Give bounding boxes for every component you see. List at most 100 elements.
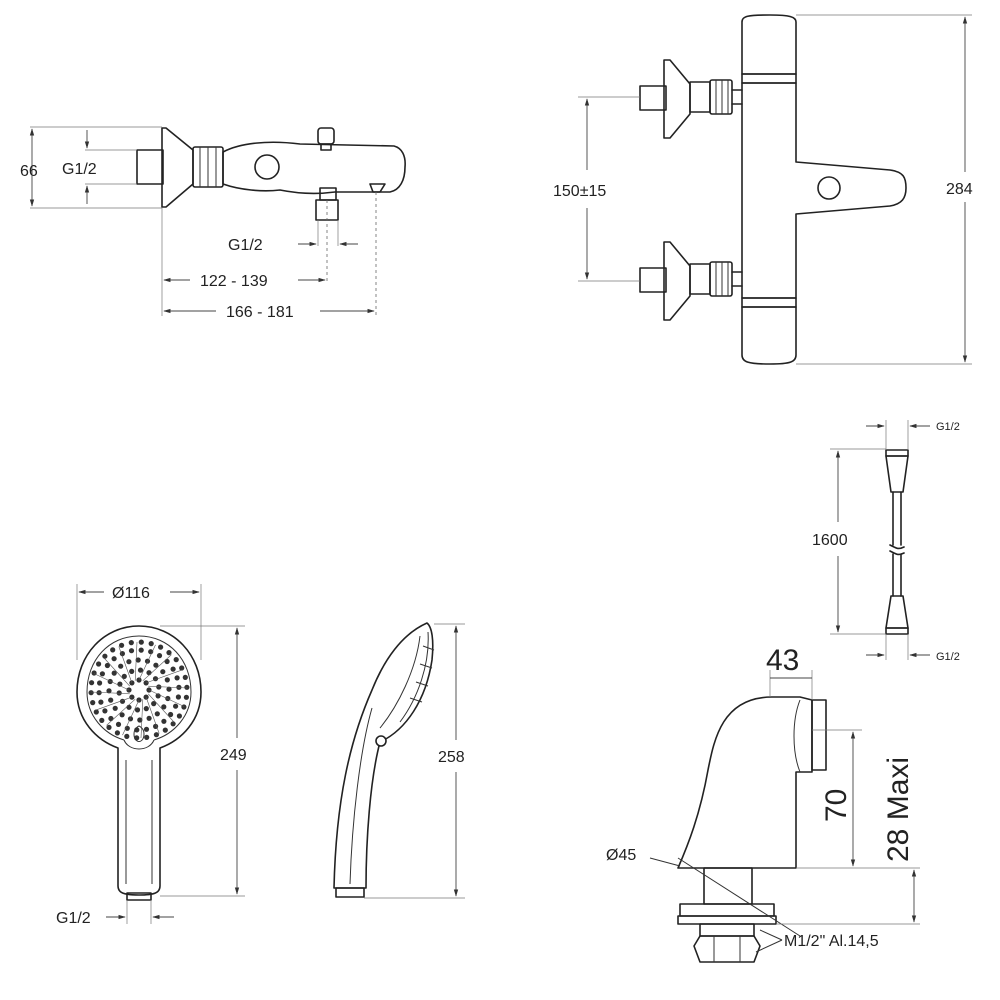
nozzle-dot — [128, 640, 134, 646]
hose-top-thread-label: G1/2 — [936, 421, 960, 433]
nozzle-dot — [129, 668, 135, 675]
nozzle-dot — [128, 648, 135, 654]
hand-shower-side-view: 258 — [333, 622, 465, 899]
nozzle-dot — [151, 701, 157, 707]
nozzle-dot — [184, 684, 190, 690]
nozzle-dot — [173, 703, 179, 709]
mixer-span-short-label: 122 - 139 — [200, 273, 268, 290]
nozzle-dot — [179, 665, 185, 671]
nozzle-link-line — [118, 646, 133, 684]
nozzle-dot — [175, 694, 181, 700]
nozzle-link-line — [142, 654, 172, 682]
pillar-thread-label: M1/2" Al.14,5 — [784, 933, 879, 950]
nozzle-dot — [166, 650, 172, 656]
nozzle-dot — [127, 716, 134, 722]
nozzle-dot — [176, 684, 182, 690]
nozzle-dot — [164, 677, 170, 683]
nozzle-dot — [121, 673, 127, 680]
nozzle-dot — [170, 666, 176, 672]
nozzle-link-line — [90, 691, 130, 695]
nozzle-dot — [116, 690, 122, 696]
nozzle-link-line — [145, 696, 160, 734]
nozzle-dot — [183, 694, 189, 700]
nozzle-dot — [99, 671, 105, 677]
nozzle-dot — [91, 670, 97, 676]
nozzle-dot — [148, 641, 154, 647]
nozzle-dot — [154, 711, 160, 717]
nozzle-dot — [99, 717, 105, 724]
nozzle-dot — [144, 734, 150, 741]
hand-shower-diameter-label: Ø116 — [112, 585, 150, 602]
nozzle-dot — [160, 669, 166, 675]
nozzle-link-line — [145, 669, 183, 684]
nozzle-dot — [170, 721, 176, 727]
pillar-height-label: 70 — [820, 789, 853, 822]
nozzle-dot — [110, 647, 116, 653]
nozzle-dot — [104, 662, 110, 669]
mixer-front-view: 150±15 284 — [553, 14, 973, 365]
nozzle-dot — [158, 644, 164, 650]
mixer-side-view: 66 G1/2 G1/2 122 - 139 166 - 181 — [20, 126, 406, 321]
pillar-deck-label: 28 Maxi — [882, 757, 915, 862]
nozzle-dot — [119, 642, 125, 648]
mixer-outlet-thread-label: G1/2 — [228, 237, 263, 254]
nozzle-dot — [153, 732, 159, 738]
nozzle-dot — [119, 712, 125, 718]
nozzle-dot — [153, 662, 159, 668]
nozzle-dot — [102, 708, 108, 714]
nozzle-dot — [106, 688, 112, 694]
nozzle-dot — [162, 727, 168, 733]
nozzle-dot — [107, 678, 113, 685]
nozzle-link-line — [148, 689, 185, 707]
nozzle-dot — [138, 639, 144, 645]
nozzle-dot — [114, 730, 120, 736]
nozzle-dot — [126, 704, 132, 710]
nozzle-dot — [96, 690, 102, 696]
mixer-span-long-label: 166 - 181 — [226, 304, 294, 321]
nozzle-dot — [106, 724, 112, 731]
hand-shower-front-length-label: 249 — [220, 747, 247, 764]
nozzle-dot — [96, 661, 102, 667]
nozzle-link-line — [147, 693, 175, 723]
nozzle-link-line — [122, 699, 140, 736]
nozzle-dot — [112, 705, 118, 711]
hand-shower-side-length-label: 258 — [438, 749, 465, 766]
nozzle-dot — [115, 721, 122, 728]
nozzle-dot — [111, 656, 117, 662]
nozzle-dot — [176, 713, 182, 719]
nozzle-dot — [161, 718, 167, 724]
nozzle-dot — [161, 704, 167, 710]
nozzle-dot — [181, 704, 187, 710]
nozzle-dot — [165, 695, 171, 702]
nozzle-dot — [174, 675, 180, 681]
nozzle-dot — [126, 659, 132, 665]
nozzle-dot — [90, 700, 96, 706]
hose-length-label: 1600 — [812, 532, 848, 549]
hand-shower-thread-label: G1/2 — [56, 910, 91, 927]
mixer-front-height-label: 284 — [946, 181, 973, 198]
nozzle-dot — [111, 670, 117, 676]
nozzle-dot — [146, 715, 152, 721]
nozzle-dot — [146, 670, 152, 676]
hand-shower-front-view: Ø116 249 G1/2 — [56, 584, 247, 927]
hose-bottom-thread-label: G1/2 — [936, 651, 960, 663]
nozzle-dot — [108, 697, 114, 703]
nozzle-dot — [134, 707, 141, 713]
nozzle-dot — [134, 727, 140, 733]
mixer-inlet-thread-label: G1/2 — [62, 161, 97, 178]
nozzle-link-line — [140, 699, 144, 739]
nozzle-link-line — [95, 696, 133, 711]
nozzle-dot — [166, 686, 172, 692]
nozzle-dot — [137, 667, 144, 673]
deck-pillar-view: 43 70 28 Maxi Ø45 M1/2" Al.14,5 — [606, 644, 920, 963]
nozzle-dot — [143, 706, 149, 712]
nozzle-dot — [89, 680, 95, 686]
nozzle-link-line — [148, 685, 188, 689]
mixer-side-height-label: 66 — [20, 163, 38, 180]
nozzle-dot — [135, 657, 141, 663]
nozzle-link-line — [138, 644, 156, 681]
nozzle-dot — [182, 674, 188, 681]
nozzle-dot — [118, 663, 124, 669]
nozzle-dot — [156, 653, 163, 659]
